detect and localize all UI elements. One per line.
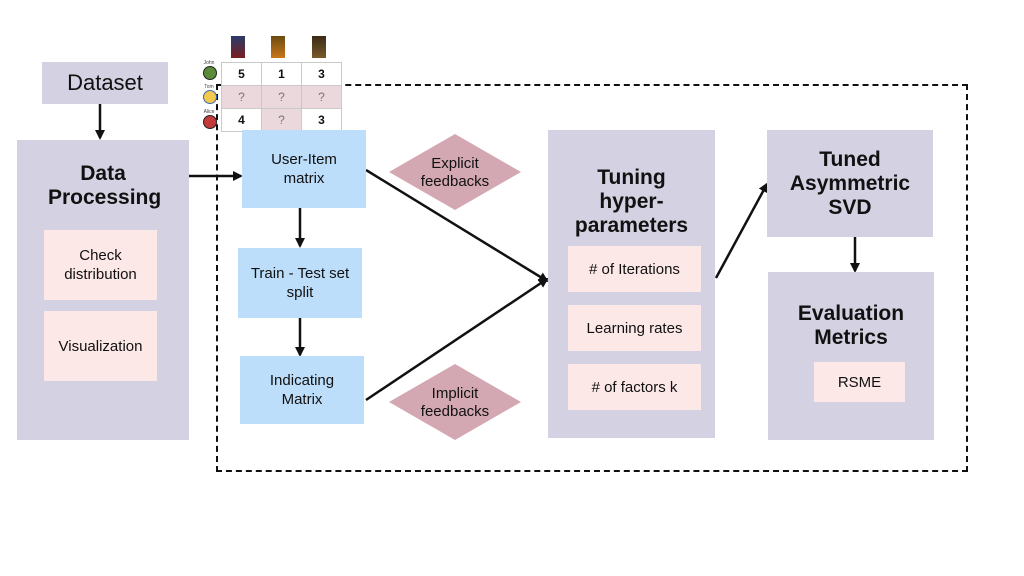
train-test-split-box: Train - Test set split — [238, 248, 362, 318]
explicit-diamond — [389, 134, 521, 210]
arrow-useritem-to-tuning — [365, 168, 549, 283]
evaluation-panel: Evaluation Metrics — [768, 272, 934, 440]
arrow-indicating-to-tuning — [365, 277, 549, 402]
matrix-cell: ? — [301, 85, 342, 109]
factors-label: # of factors k — [591, 378, 678, 396]
explicit-feedbacks-label: Explicit feedbacks — [420, 155, 490, 190]
implicit-diamond — [389, 364, 521, 440]
iterations-label: # of Iterations — [589, 260, 680, 278]
user-name-2: Tom — [204, 84, 214, 90]
implicit-feedbacks-label: Implicit feedbacks — [420, 385, 490, 420]
rsme-box: RSME — [814, 362, 905, 402]
factors-box: # of factors k — [568, 364, 701, 410]
user-name-1: John — [203, 60, 215, 66]
rsme-label: RSME — [837, 373, 882, 391]
movie-poster-3 — [312, 36, 326, 58]
movie-poster-1 — [231, 36, 245, 58]
dataset-label: Dataset — [67, 70, 143, 95]
data-processing-title: Data Processing — [48, 162, 162, 209]
tuned-svd-title: Tuned Asymmetric SVD — [789, 147, 911, 219]
matrix-cell: 1 — [261, 62, 302, 86]
matrix-cell: 5 — [221, 62, 262, 86]
rating-matrix: 5 1 3 ? ? ? 4 ? 3 — [221, 62, 342, 132]
matrix-cell: ? — [261, 108, 302, 132]
arrow-tuning-to-tuned — [714, 182, 769, 279]
visualization-box: Visualization — [44, 311, 157, 381]
matrix-cell: ? — [221, 85, 262, 109]
matrix-row: 4 ? 3 — [221, 108, 342, 132]
matrix-cell: 3 — [301, 62, 342, 86]
learning-rates-label: Learning rates — [586, 319, 683, 337]
learning-rates-box: Learning rates — [568, 305, 701, 351]
user-avatar-2 — [203, 90, 217, 104]
check-distribution-box: Check distribution — [44, 230, 157, 300]
matrix-cell: 4 — [221, 108, 262, 132]
movie-poster-2 — [271, 36, 285, 58]
matrix-cell: ? — [261, 85, 302, 109]
user-item-matrix-box: User-Item matrix — [242, 130, 366, 208]
tuning-title: Tuning hyper-parameters — [574, 166, 689, 237]
pipeline-boundary — [216, 84, 968, 472]
iterations-box: # of Iterations — [568, 246, 701, 292]
dataset-box: Dataset — [42, 62, 168, 104]
train-test-split-label: Train - Test set split — [250, 265, 350, 301]
user-name-3: Alice — [203, 109, 215, 115]
indicating-matrix-label: Indicating Matrix — [269, 372, 335, 408]
user-avatar-1 — [203, 66, 217, 80]
evaluation-title: Evaluation Metrics — [797, 302, 905, 349]
matrix-cell: 3 — [301, 108, 342, 132]
indicating-matrix-box: Indicating Matrix — [240, 356, 364, 424]
tuned-svd-box: Tuned Asymmetric SVD — [767, 130, 933, 237]
check-distribution-label: Check distribution — [64, 247, 137, 283]
user-item-matrix-label: User-Item matrix — [271, 151, 337, 187]
visualization-label: Visualization — [58, 337, 143, 355]
matrix-row: 5 1 3 — [221, 62, 342, 86]
user-avatar-3 — [203, 115, 217, 129]
matrix-row: ? ? ? — [221, 85, 342, 109]
